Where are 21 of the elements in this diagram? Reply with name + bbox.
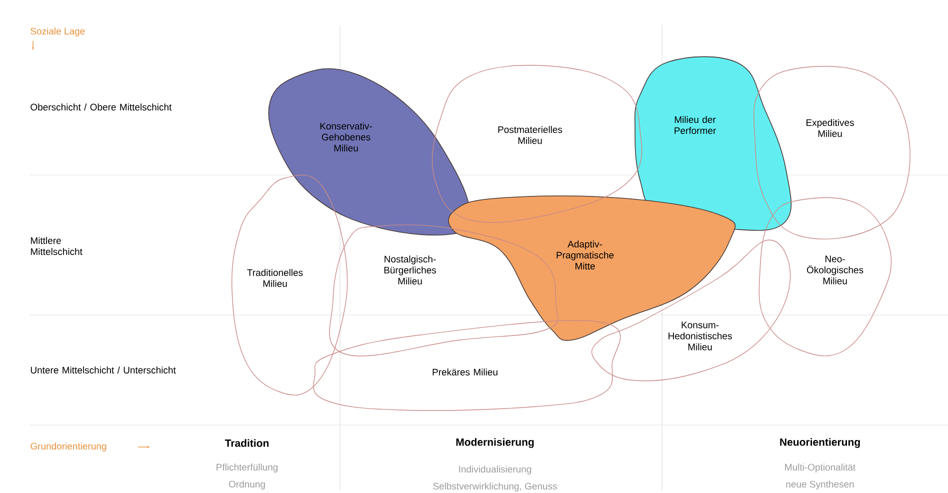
axis-label: neue Synthesen xyxy=(786,480,854,490)
milieu-blob: Expeditives Milieu xyxy=(753,66,910,240)
axis-label: Neuorientierung xyxy=(780,438,860,448)
milieu-blob: Neo-Ökologisches Milieu xyxy=(758,197,892,356)
axis-label: Oberschicht / Obere Mittelschicht xyxy=(30,104,172,110)
milieu-blob: Postmaterielles Milieu xyxy=(432,64,642,223)
axis-label: Multi-Optionalität xyxy=(785,464,856,472)
axis-label: Mittlere Mittelschicht xyxy=(30,237,82,255)
axis-label: Grundorientierung xyxy=(30,442,106,452)
axis-label: Tradition xyxy=(224,439,269,447)
axis-label: Untere Mittelschicht / Unterschicht xyxy=(30,366,176,374)
axis-label: Selbstverwirklichung, Genuss xyxy=(433,482,557,492)
milieu-blob: Milieu der Performer xyxy=(634,56,792,231)
axis-label: Soziale Lage xyxy=(30,28,85,36)
axis-label: Modernisierung xyxy=(456,438,534,448)
milieu-blob: Konservativ-Gehobenes Milieu xyxy=(268,68,470,236)
axis-label: Individualisierung xyxy=(459,466,532,474)
milieu-blob: Traditionelles Milieu xyxy=(232,174,348,396)
axis-label: Ordnung xyxy=(228,480,265,490)
milieu-blob: Prekäres Milieu xyxy=(312,320,621,411)
axis-label: Pflichterfüllung xyxy=(216,464,278,472)
